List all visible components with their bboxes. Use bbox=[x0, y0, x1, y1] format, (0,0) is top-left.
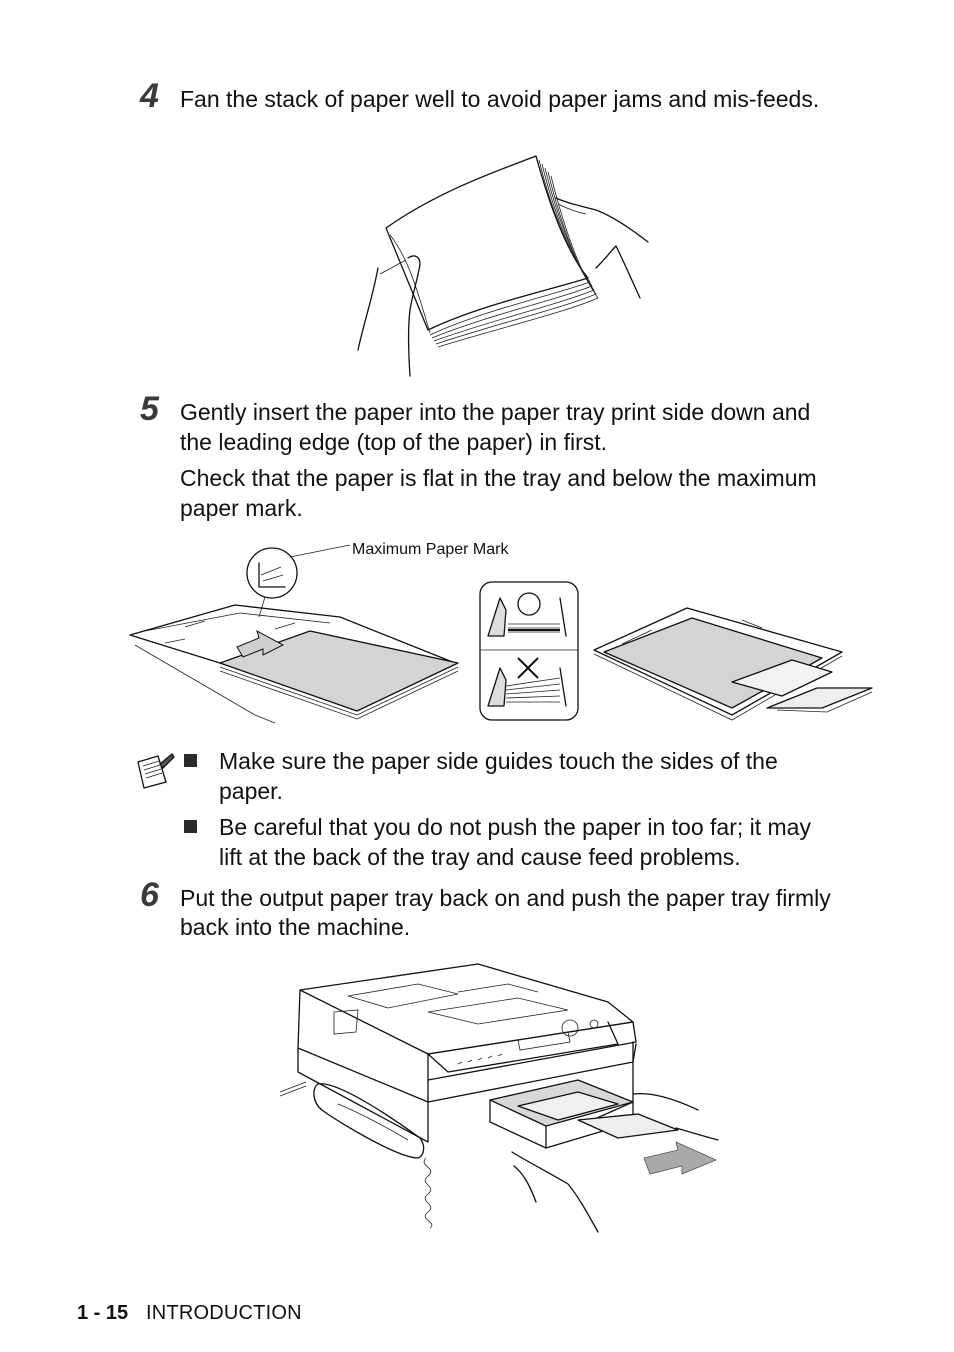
max-paper-mark-label: Maximum Paper Mark bbox=[352, 541, 509, 558]
step-4-text: Fan the stack of paper well to avoid pap… bbox=[180, 86, 820, 112]
step-5-para2-line2: paper mark. bbox=[180, 495, 303, 521]
fan-paper-illustration bbox=[357, 155, 649, 377]
machine-tray-illustration bbox=[279, 963, 719, 1233]
note-pencil-icon bbox=[137, 753, 175, 789]
paper-load-comparison-panel bbox=[479, 581, 579, 721]
section-title: INTRODUCTION bbox=[146, 1302, 302, 1324]
note-1-line1: Make sure the paper side guides touch th… bbox=[219, 748, 778, 774]
note-1-line2: paper. bbox=[219, 778, 283, 804]
step-5-text-line1: Gently insert the paper into the paper t… bbox=[180, 399, 811, 425]
step-6-text-line2: back into the machine. bbox=[180, 914, 411, 940]
step-number-6: 6 bbox=[140, 876, 159, 914]
page-number: 1 - 15 bbox=[77, 1302, 129, 1324]
note-bullet-1 bbox=[184, 754, 197, 767]
step-5-text-line2: the leading edge (top of the paper) in f… bbox=[180, 429, 608, 455]
ok-circle-icon bbox=[517, 592, 541, 616]
note-2-line2: lift at the back of the tray and cause f… bbox=[219, 844, 741, 870]
paper-tray-loaded-illustration bbox=[593, 607, 873, 721]
note-2-line1: Be careful that you do not push the pape… bbox=[219, 814, 811, 840]
step-number-5: 5 bbox=[140, 390, 159, 428]
step-6-text-line1: Put the output paper tray back on and pu… bbox=[180, 885, 831, 911]
step-number-4: 4 bbox=[140, 77, 159, 115]
note-bullet-2 bbox=[184, 820, 197, 833]
paper-tray-insert-illustration bbox=[129, 544, 459, 724]
step-5-para2-line1: Check that the paper is flat in the tray… bbox=[180, 465, 817, 491]
ng-cross-icon bbox=[517, 657, 539, 679]
